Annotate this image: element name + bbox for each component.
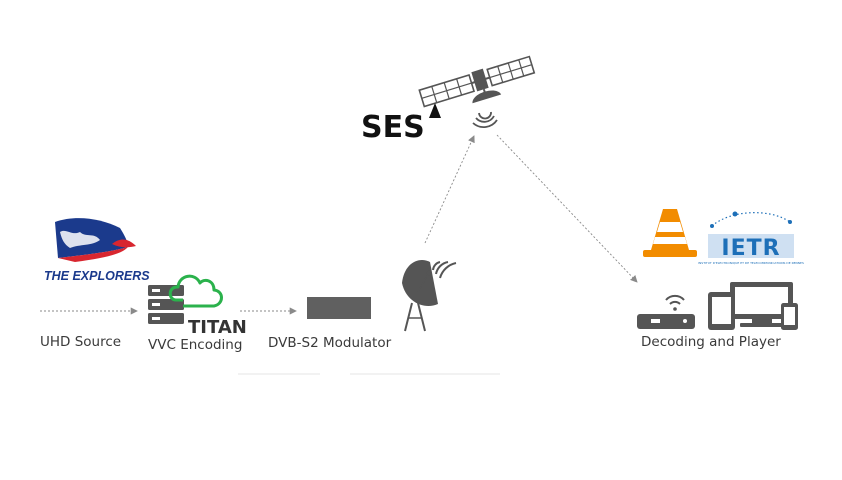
ietr-logo (708, 211, 794, 258)
vlc-cone-icon (643, 209, 697, 257)
ses-logo-triangle (429, 103, 441, 118)
label-vvc-encoding: VVC Encoding (148, 337, 243, 353)
arrow-dish-to-satellite (424, 135, 475, 244)
arrow-satellite-to-player (496, 134, 638, 283)
set-top-box-icon (637, 314, 695, 329)
server-rack-icon (148, 285, 184, 324)
wifi-icon (665, 294, 685, 311)
satellite-signal-icon (472, 111, 498, 128)
ietr-logo-subtext: INSTITUT D'ELECTRONIQUE ET DE TELECOMMUN… (698, 261, 804, 265)
the-explorers-logo-text: THE EXPLORERS (44, 269, 150, 283)
satellite-icon (418, 55, 536, 108)
satellite-dish-icon (402, 260, 457, 332)
ietr-logo-text: IETR (721, 236, 780, 261)
connectors (40, 134, 638, 315)
label-dvb-s2-modulator: DVB-S2 Modulator (268, 335, 392, 351)
cloud-icon (168, 274, 223, 308)
the-explorers-logo (55, 218, 136, 262)
label-uhd-source: UHD Source (40, 334, 122, 350)
label-decoding-and-player: Decoding and Player (641, 334, 781, 350)
devices-icon (708, 282, 798, 330)
titan-logo-text: TITAN (188, 317, 247, 338)
modulator-device-icon (307, 297, 371, 319)
ses-logo-text: SES (361, 110, 425, 145)
